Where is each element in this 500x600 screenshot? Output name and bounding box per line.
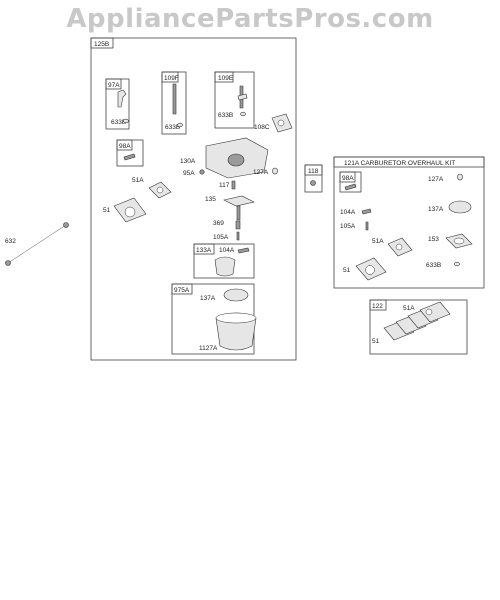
part-117 <box>231 180 236 190</box>
label-51[interactable]: 51 <box>103 207 111 214</box>
tag-118 <box>304 164 323 176</box>
label-975A[interactable]: 975A <box>174 287 190 294</box>
label-633B-c[interactable]: 633B <box>218 112 233 119</box>
label-105A[interactable]: 105A <box>213 234 229 241</box>
gasket-51-hole <box>124 206 136 218</box>
label-118[interactable]: 118 <box>308 168 319 175</box>
gasket-51A-hole <box>156 186 164 194</box>
tag-133A <box>193 243 215 255</box>
throttle-shaft <box>172 83 177 115</box>
kit-tag-98A <box>339 171 356 183</box>
kit-part-137A <box>448 200 472 214</box>
label-1127A[interactable]: 1127A <box>199 345 218 352</box>
gasket-108C-hole <box>277 119 285 127</box>
cable-632-end-a <box>5 260 11 266</box>
label-108C[interactable]: 108C <box>254 124 270 131</box>
kit-part-633B <box>454 261 460 267</box>
kit-part-98A <box>344 183 357 191</box>
tag-97A <box>105 78 122 90</box>
kit-part-104A <box>361 208 372 215</box>
seal-633B-a <box>123 118 129 124</box>
screw-98A <box>123 153 136 161</box>
part-137A <box>223 288 249 302</box>
kit-label-51[interactable]: 51 <box>343 267 351 274</box>
label-122-51A[interactable]: 51A <box>403 305 415 312</box>
label-133A[interactable]: 133A <box>196 247 212 254</box>
label-117[interactable]: 117 <box>219 182 230 189</box>
kit-label-633B[interactable]: 633B <box>426 262 441 269</box>
float-bowl-rim <box>215 312 257 324</box>
label-51A[interactable]: 51A <box>132 177 144 184</box>
main-assembly-box <box>90 37 297 361</box>
label-632[interactable]: 632 <box>5 238 16 245</box>
label-122[interactable]: 122 <box>372 303 383 310</box>
throttle-lever <box>117 89 127 108</box>
label-104A[interactable]: 104A <box>219 247 235 254</box>
tag-109F <box>161 71 179 83</box>
label-125B[interactable]: 125B <box>94 41 109 48</box>
part-105A <box>236 231 240 241</box>
carburetor-bore <box>227 153 245 167</box>
box-133A <box>193 243 255 279</box>
label-109F[interactable]: 109F <box>164 75 179 82</box>
kit-label-51A[interactable]: 51A <box>372 238 384 245</box>
box-109E <box>214 71 255 129</box>
part-135 <box>223 195 255 207</box>
label-95A[interactable]: 95A <box>183 170 195 177</box>
label-633B-a[interactable]: 633B <box>111 119 126 126</box>
label-130A[interactable]: 130A <box>180 158 196 165</box>
part-118 <box>310 180 316 186</box>
tag-122 <box>369 299 387 311</box>
kit-label-127A[interactable]: 127A <box>428 176 444 183</box>
label-369[interactable]: 369 <box>213 220 224 227</box>
kit-label-153[interactable]: 153 <box>428 236 439 243</box>
label-97A[interactable]: 97A <box>108 82 120 89</box>
kit-title[interactable]: 121A CARBURETOR OVERHAUL KIT <box>344 160 455 167</box>
part-135-stem <box>236 205 241 221</box>
box-122 <box>369 299 468 355</box>
kit-title-bar <box>333 156 485 168</box>
cable-632 <box>7 224 67 264</box>
label-135[interactable]: 135 <box>205 196 216 203</box>
label-122-51[interactable]: 51 <box>372 338 380 345</box>
part-369 <box>235 220 241 230</box>
kit-label-104A[interactable]: 104A <box>340 209 356 216</box>
label-98A[interactable]: 98A <box>119 143 131 150</box>
kit-part-127A <box>457 173 463 181</box>
kit-part-153-hole <box>453 237 465 245</box>
kit-gasket-51-hole <box>365 265 375 275</box>
kit-gasket-51A-hole <box>395 243 403 251</box>
part-104A <box>237 247 250 254</box>
part-127A <box>272 167 278 175</box>
seal-633B-c <box>240 111 246 117</box>
label-109E[interactable]: 109E <box>218 75 234 82</box>
gasket-122-d <box>419 301 451 323</box>
seal-633B-b <box>177 122 183 128</box>
label-633B-b[interactable]: 633B <box>165 124 180 131</box>
tag-98A <box>116 139 133 151</box>
cable-632-end-b <box>63 222 69 228</box>
label-137A[interactable]: 137A <box>200 295 216 302</box>
tag-975A <box>171 283 193 295</box>
kit-label-137A[interactable]: 137A <box>428 206 444 213</box>
kit-part-105A <box>365 221 369 231</box>
watermark: AppliancePartsPros.com <box>66 4 434 34</box>
main-box-tag <box>90 37 114 49</box>
gasket-122-d-hole <box>425 308 433 316</box>
choke-lever <box>237 93 248 101</box>
kit-label-98A[interactable]: 98A <box>342 175 354 182</box>
label-127A[interactable]: 127A <box>253 169 269 176</box>
part-133A <box>214 256 236 277</box>
kit-label-105A[interactable]: 105A <box>340 223 356 230</box>
tag-109E <box>214 71 234 83</box>
part-95A <box>199 169 205 175</box>
